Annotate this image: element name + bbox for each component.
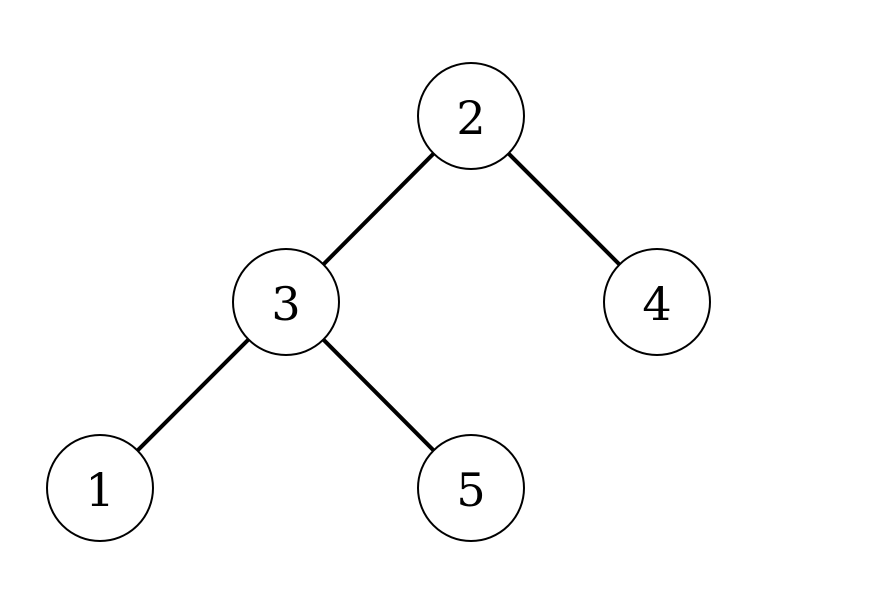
tree-node-2: 2 <box>417 62 525 170</box>
edge-2-3 <box>321 152 436 266</box>
node-circle <box>417 434 525 542</box>
node-circle <box>46 434 154 542</box>
node-circle <box>232 248 340 356</box>
tree-node-5: 5 <box>417 434 525 542</box>
edge-3-1 <box>136 338 250 452</box>
tree-node-1: 1 <box>46 434 154 542</box>
node-circle <box>417 62 525 170</box>
tree-node-3: 3 <box>232 248 340 356</box>
edge-3-5 <box>321 338 436 452</box>
node-label: 3 <box>271 277 300 331</box>
node-circle <box>603 248 711 356</box>
node-label: 2 <box>456 91 485 145</box>
node-label: 5 <box>456 463 485 517</box>
nodes-layer: 2 3 4 1 5 <box>46 62 711 542</box>
edge-2-4 <box>507 152 621 266</box>
node-label: 4 <box>642 277 671 331</box>
tree-node-4: 4 <box>603 248 711 356</box>
edges-layer <box>136 152 621 452</box>
node-label: 1 <box>85 463 114 517</box>
